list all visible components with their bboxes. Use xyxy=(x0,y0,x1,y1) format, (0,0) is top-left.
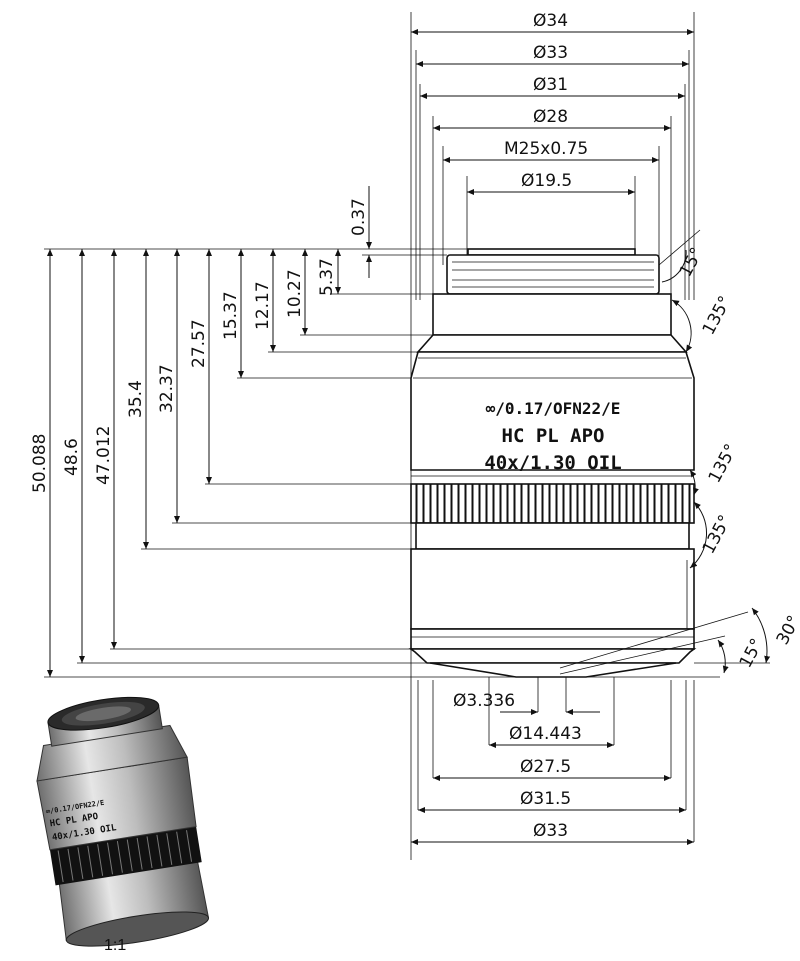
angle-15-top: 15° xyxy=(676,244,708,280)
dim-len-0-37: 0.37 xyxy=(349,198,369,236)
objective-photo: ∞/0.17/OFN22/E HC PL APO 40x/1.30 OIL xyxy=(36,696,210,947)
dim-len-27-57: 27.57 xyxy=(189,319,209,368)
dim-d31: Ø31 xyxy=(533,75,568,95)
dim-d14-443: Ø14.443 xyxy=(509,724,582,744)
dim-d31-5: Ø31.5 xyxy=(520,789,571,809)
dim-len-47-012: 47.012 xyxy=(94,426,114,485)
dim-len-35-4: 35.4 xyxy=(126,380,146,418)
angle-135-top: 135° xyxy=(699,293,736,339)
length-dimensions: 0.37 5.37 10.27 12.17 15.37 27.57 32.37 … xyxy=(30,186,720,678)
angle-30: 30° xyxy=(773,612,800,648)
dim-d3-336: Ø3.336 xyxy=(453,691,515,711)
angle-135-middle: 135° xyxy=(705,441,742,487)
dim-m25-thread: M25x0.75 xyxy=(504,139,588,159)
dim-d34: Ø34 xyxy=(533,11,568,31)
top-diameter-dimensions: Ø34 Ø33 Ø31 Ø28 M25x0.75 Ø19.5 xyxy=(410,11,695,860)
dim-len-12-17: 12.17 xyxy=(253,281,273,330)
dim-d19-5: Ø19.5 xyxy=(521,171,572,191)
engraving-line-3: 40x/1.30 OIL xyxy=(484,452,621,474)
dim-d33-bottom: Ø33 xyxy=(533,821,568,841)
dim-d28: Ø28 xyxy=(533,107,568,127)
dim-len-15-37: 15.37 xyxy=(221,291,241,340)
angle-15-bottom: 15° xyxy=(736,635,768,671)
scale-label: 1:1 xyxy=(104,937,126,954)
dim-d33-top: Ø33 xyxy=(533,43,568,63)
dim-len-10-27: 10.27 xyxy=(285,269,305,318)
dim-len-50-088: 50.088 xyxy=(30,434,50,493)
dim-d27-5: Ø27.5 xyxy=(520,757,571,777)
engraving-line-2: HC PL APO xyxy=(502,425,605,447)
dim-len-32-37: 32.37 xyxy=(157,364,177,413)
dim-len-5-37: 5.37 xyxy=(317,258,337,296)
bottom-diameter-dimensions: Ø3.336 Ø14.443 Ø27.5 Ø31.5 Ø33 xyxy=(411,677,695,845)
dim-len-48-6: 48.6 xyxy=(62,438,82,476)
engraving-line-1: ∞/0.17/OFN22/E xyxy=(486,399,621,418)
objective-outline: ∞/0.17/OFN22/E HC PL APO 40x/1.30 OIL xyxy=(408,248,697,678)
